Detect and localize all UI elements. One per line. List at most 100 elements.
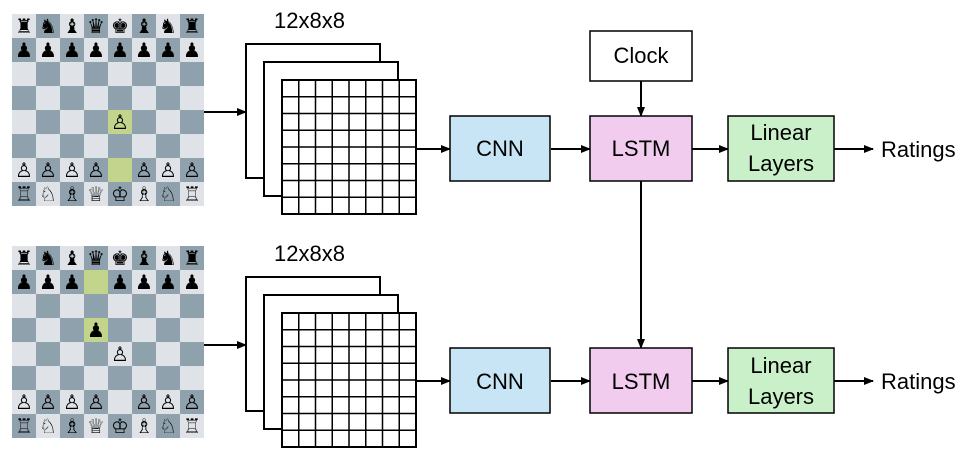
linear-label-line2-top: Layers bbox=[748, 151, 814, 176]
board-square bbox=[60, 414, 84, 438]
linear-box-bottom bbox=[727, 347, 835, 414]
clock-box bbox=[589, 30, 693, 82]
output-label-top: Ratings bbox=[881, 137, 956, 162]
board-square bbox=[132, 246, 156, 270]
board-square bbox=[60, 270, 84, 294]
board-square bbox=[156, 38, 180, 62]
board-square bbox=[108, 110, 132, 134]
board-square bbox=[36, 86, 60, 110]
board-square bbox=[12, 390, 36, 414]
black-piece-icon: ♟ bbox=[87, 318, 105, 342]
board-square bbox=[108, 294, 132, 318]
board-square bbox=[36, 342, 60, 366]
board-square bbox=[108, 86, 132, 110]
board-square bbox=[108, 342, 132, 366]
clock-label: Clock bbox=[613, 43, 669, 68]
board-square bbox=[132, 86, 156, 110]
white-piece-icon: ♘ bbox=[39, 414, 57, 438]
board-square bbox=[132, 158, 156, 182]
white-piece-icon: ♗ bbox=[63, 414, 81, 438]
white-piece-icon: ♘ bbox=[159, 182, 177, 206]
board-square bbox=[12, 14, 36, 38]
board-square bbox=[132, 110, 156, 134]
tensor-stack-top bbox=[245, 43, 417, 215]
white-piece-icon: ♙ bbox=[135, 158, 153, 182]
board-square bbox=[180, 342, 204, 366]
board-square bbox=[84, 134, 108, 158]
board-square bbox=[180, 270, 204, 294]
board-square bbox=[132, 342, 156, 366]
board-square bbox=[132, 390, 156, 414]
cnn-label-top: CNN bbox=[476, 136, 524, 161]
white-piece-icon: ♙ bbox=[63, 390, 81, 414]
board-square bbox=[132, 134, 156, 158]
board-square bbox=[84, 342, 108, 366]
board-square bbox=[60, 38, 84, 62]
board-square bbox=[180, 294, 204, 318]
tensor-grid-front bbox=[281, 79, 417, 215]
board-square bbox=[156, 182, 180, 206]
board-square bbox=[180, 390, 204, 414]
board-square bbox=[60, 390, 84, 414]
board-square bbox=[156, 294, 180, 318]
black-piece-icon: ♜ bbox=[183, 14, 201, 38]
black-piece-icon: ♟ bbox=[135, 38, 153, 62]
board-square bbox=[60, 182, 84, 206]
board-square bbox=[132, 270, 156, 294]
board-square bbox=[60, 86, 84, 110]
tensor-label-bottom: 12x8x8 bbox=[274, 241, 345, 266]
white-piece-icon: ♙ bbox=[15, 390, 33, 414]
board-square bbox=[156, 390, 180, 414]
black-piece-icon: ♛ bbox=[87, 246, 105, 270]
white-piece-icon: ♙ bbox=[111, 342, 129, 366]
white-piece-icon: ♙ bbox=[15, 158, 33, 182]
board-square bbox=[84, 158, 108, 182]
board-square bbox=[108, 38, 132, 62]
board-square bbox=[156, 318, 180, 342]
board-square bbox=[108, 366, 132, 390]
board-square bbox=[12, 38, 36, 62]
black-piece-icon: ♛ bbox=[87, 14, 105, 38]
board-square bbox=[108, 182, 132, 206]
board-square bbox=[36, 414, 60, 438]
board-square bbox=[156, 110, 180, 134]
board-square bbox=[12, 270, 36, 294]
board-square bbox=[132, 294, 156, 318]
white-piece-icon: ♖ bbox=[15, 182, 33, 206]
board-square bbox=[108, 414, 132, 438]
black-piece-icon: ♜ bbox=[183, 246, 201, 270]
black-piece-icon: ♟ bbox=[87, 38, 105, 62]
black-piece-icon: ♝ bbox=[63, 14, 81, 38]
board-square bbox=[180, 246, 204, 270]
board-square bbox=[36, 14, 60, 38]
board-square bbox=[180, 366, 204, 390]
lstm-box-bottom bbox=[589, 347, 693, 414]
black-piece-icon: ♜ bbox=[15, 246, 33, 270]
board-square bbox=[108, 134, 132, 158]
board-square bbox=[36, 62, 60, 86]
black-piece-icon: ♟ bbox=[63, 270, 81, 294]
board-square bbox=[180, 414, 204, 438]
white-piece-icon: ♘ bbox=[39, 182, 57, 206]
white-piece-icon: ♗ bbox=[135, 414, 153, 438]
board-square bbox=[12, 158, 36, 182]
board-square bbox=[36, 158, 60, 182]
black-piece-icon: ♟ bbox=[159, 270, 177, 294]
board-square bbox=[12, 294, 36, 318]
white-piece-icon: ♙ bbox=[63, 158, 81, 182]
board-square bbox=[12, 366, 36, 390]
cnn-label-bottom: CNN bbox=[476, 369, 524, 394]
board-square bbox=[12, 246, 36, 270]
black-piece-icon: ♟ bbox=[111, 38, 129, 62]
white-piece-icon: ♔ bbox=[111, 182, 129, 206]
board-square bbox=[180, 182, 204, 206]
board-square bbox=[36, 110, 60, 134]
white-piece-icon: ♙ bbox=[87, 158, 105, 182]
tensor-stack-bottom bbox=[245, 276, 417, 448]
board-square bbox=[60, 110, 84, 134]
lstm-box-top bbox=[589, 115, 693, 182]
chess-board-top: ♜♞♝♛♚♝♞♜♟♟♟♟♟♟♟♟♙♙♙♙♙♙♙♙♖♘♗♕♔♗♘♖ bbox=[12, 14, 204, 206]
board-square bbox=[12, 318, 36, 342]
lstm-label-top: LSTM bbox=[612, 136, 671, 161]
